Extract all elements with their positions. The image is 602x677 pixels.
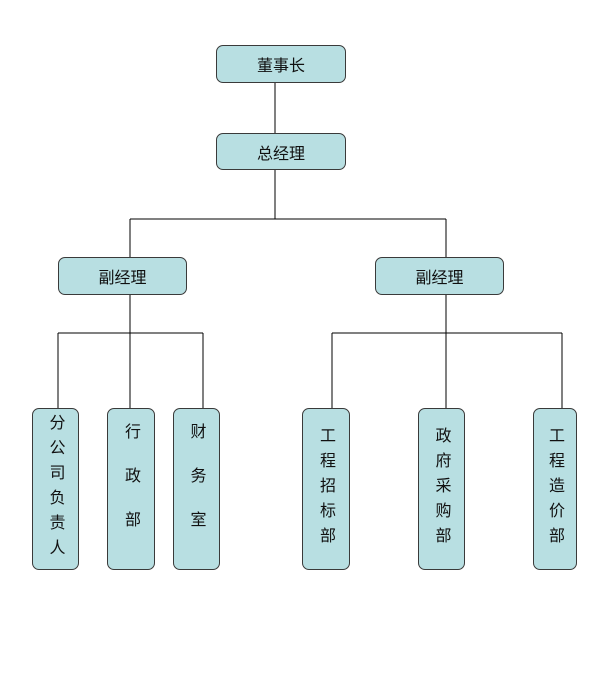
department-branch-manager-node: 分公司负责人 bbox=[32, 408, 79, 570]
department-cost-label: 工程造价部 bbox=[546, 426, 565, 552]
department-branch-manager-label: 分公司负责人 bbox=[46, 414, 66, 564]
deputy-manager-right-node: 副经理 bbox=[375, 257, 504, 295]
department-finance-node: 财务室 bbox=[173, 408, 220, 570]
chairman-label: 董事长 bbox=[256, 56, 305, 75]
general-manager-label: 总经理 bbox=[256, 143, 305, 163]
department-finance-label: 财务室 bbox=[187, 423, 207, 555]
department-cost-node: 工程造价部 bbox=[533, 408, 577, 570]
department-procurement-node: 政府采购部 bbox=[418, 408, 465, 570]
department-tendering-node: 工程招标部 bbox=[302, 408, 350, 570]
chairman-node: 董事长 bbox=[216, 45, 346, 83]
department-procurement-label: 政府采购部 bbox=[432, 426, 452, 552]
department-tendering-label: 工程招标部 bbox=[317, 426, 336, 552]
deputy-manager-left-label: 副经理 bbox=[98, 268, 147, 287]
department-admin-node: 行政部 bbox=[107, 408, 155, 570]
department-admin-label: 行政部 bbox=[122, 423, 141, 555]
deputy-manager-right-label: 副经理 bbox=[415, 268, 464, 287]
general-manager-node: 总经理 bbox=[216, 133, 346, 170]
deputy-manager-left-node: 副经理 bbox=[58, 257, 187, 295]
